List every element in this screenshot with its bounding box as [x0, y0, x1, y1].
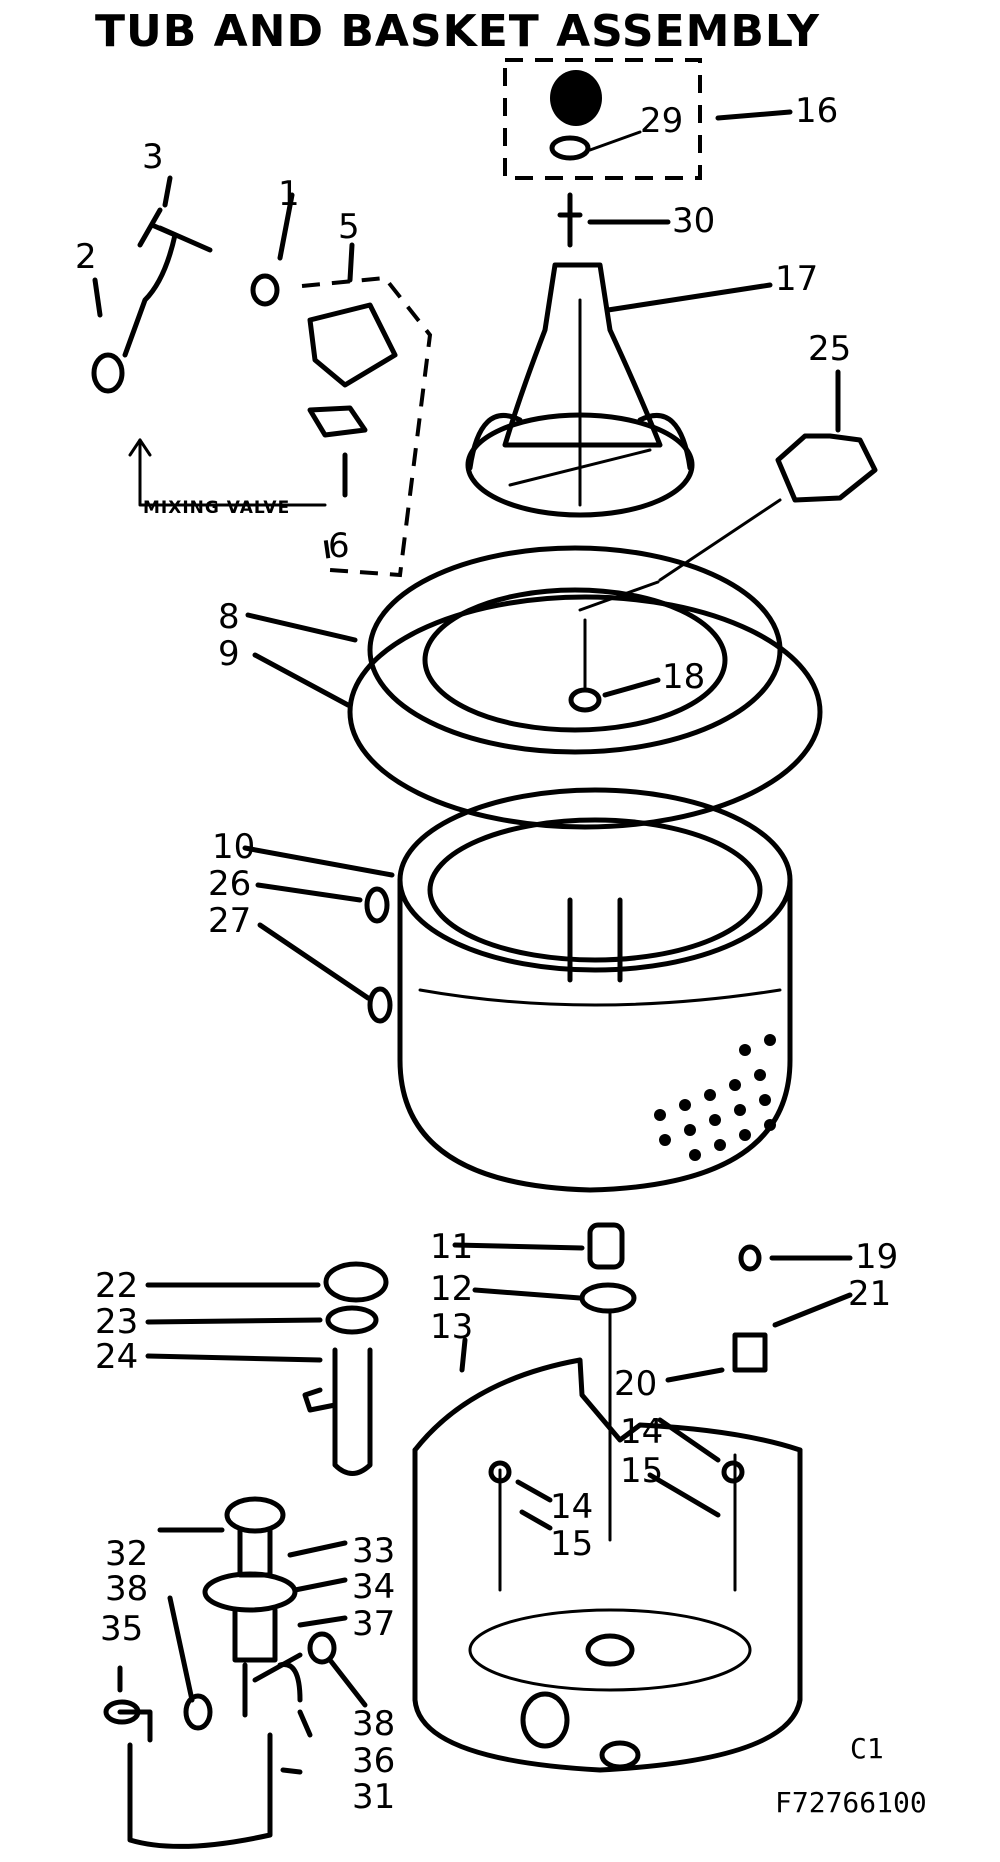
label-part-21: 21 [848, 1274, 891, 1314]
label-part-10: 10 [212, 827, 255, 867]
figure-code: F72766100 [775, 1786, 927, 1819]
part-19-20-21 [665, 1244, 853, 1383]
part-16-agitator-cap-group [503, 58, 793, 180]
label-part-11: 11 [430, 1227, 473, 1267]
part-9-gasket-ring [252, 594, 823, 830]
diagram-title: TUB AND BASKET ASSEMBLY [95, 6, 820, 57]
pump-and-hose-group [103, 1496, 368, 1849]
label-part-8: 8 [218, 597, 240, 637]
label-part-26: 26 [208, 864, 251, 904]
label-part-38-right: 38 [352, 1704, 395, 1744]
part-11-12-hub [452, 1222, 637, 1542]
label-part-35: 35 [100, 1609, 143, 1649]
label-part-6: 6 [328, 526, 350, 566]
part-8-tub-ring [245, 545, 783, 755]
label-part-2: 2 [75, 237, 97, 277]
part-25-gasket [578, 369, 878, 612]
label-part-22: 22 [95, 1266, 138, 1306]
label-part-30: 30 [672, 201, 715, 241]
label-part-23: 23 [95, 1302, 138, 1342]
label-part-13: 13 [430, 1307, 473, 1347]
label-part-20: 20 [614, 1364, 657, 1404]
part-17-agitator [465, 262, 773, 518]
label-part-12: 12 [430, 1269, 473, 1309]
mixing-valve-group [91, 175, 433, 578]
part-10-basket [242, 787, 793, 1193]
label-part-24: 24 [95, 1337, 138, 1377]
part-30-dart [557, 192, 671, 248]
label-part-17: 17 [775, 259, 818, 299]
label-part-18: 18 [662, 657, 705, 697]
page-marker: C1 [850, 1732, 884, 1765]
mixing-valve-label: MIXING VALVE [143, 498, 290, 518]
label-part-37: 37 [352, 1604, 395, 1644]
label-part-32: 32 [105, 1534, 148, 1574]
label-part-5: 5 [338, 207, 360, 247]
label-part-33: 33 [352, 1531, 395, 1571]
label-part-34: 34 [352, 1567, 395, 1607]
label-part-15-right: 15 [620, 1451, 663, 1491]
label-part-14-right: 14 [620, 1412, 663, 1452]
label-part-16: 16 [795, 91, 838, 131]
label-part-19: 19 [855, 1237, 898, 1277]
part-22-23-24-pump-inlet [145, 1261, 389, 1476]
label-part-3: 3 [142, 137, 164, 177]
label-part-29: 29 [640, 101, 683, 141]
label-part-25: 25 [808, 329, 851, 369]
label-part-38-left: 38 [105, 1569, 148, 1609]
label-part-1: 1 [278, 174, 300, 214]
label-part-31: 31 [352, 1777, 395, 1817]
label-part-15-left: 15 [550, 1524, 593, 1564]
label-part-27: 27 [208, 901, 251, 941]
label-part-36: 36 [352, 1741, 395, 1781]
label-part-9: 9 [218, 634, 240, 674]
label-part-14-left: 14 [550, 1487, 593, 1527]
part-13-outer-tub [412, 1337, 803, 1773]
